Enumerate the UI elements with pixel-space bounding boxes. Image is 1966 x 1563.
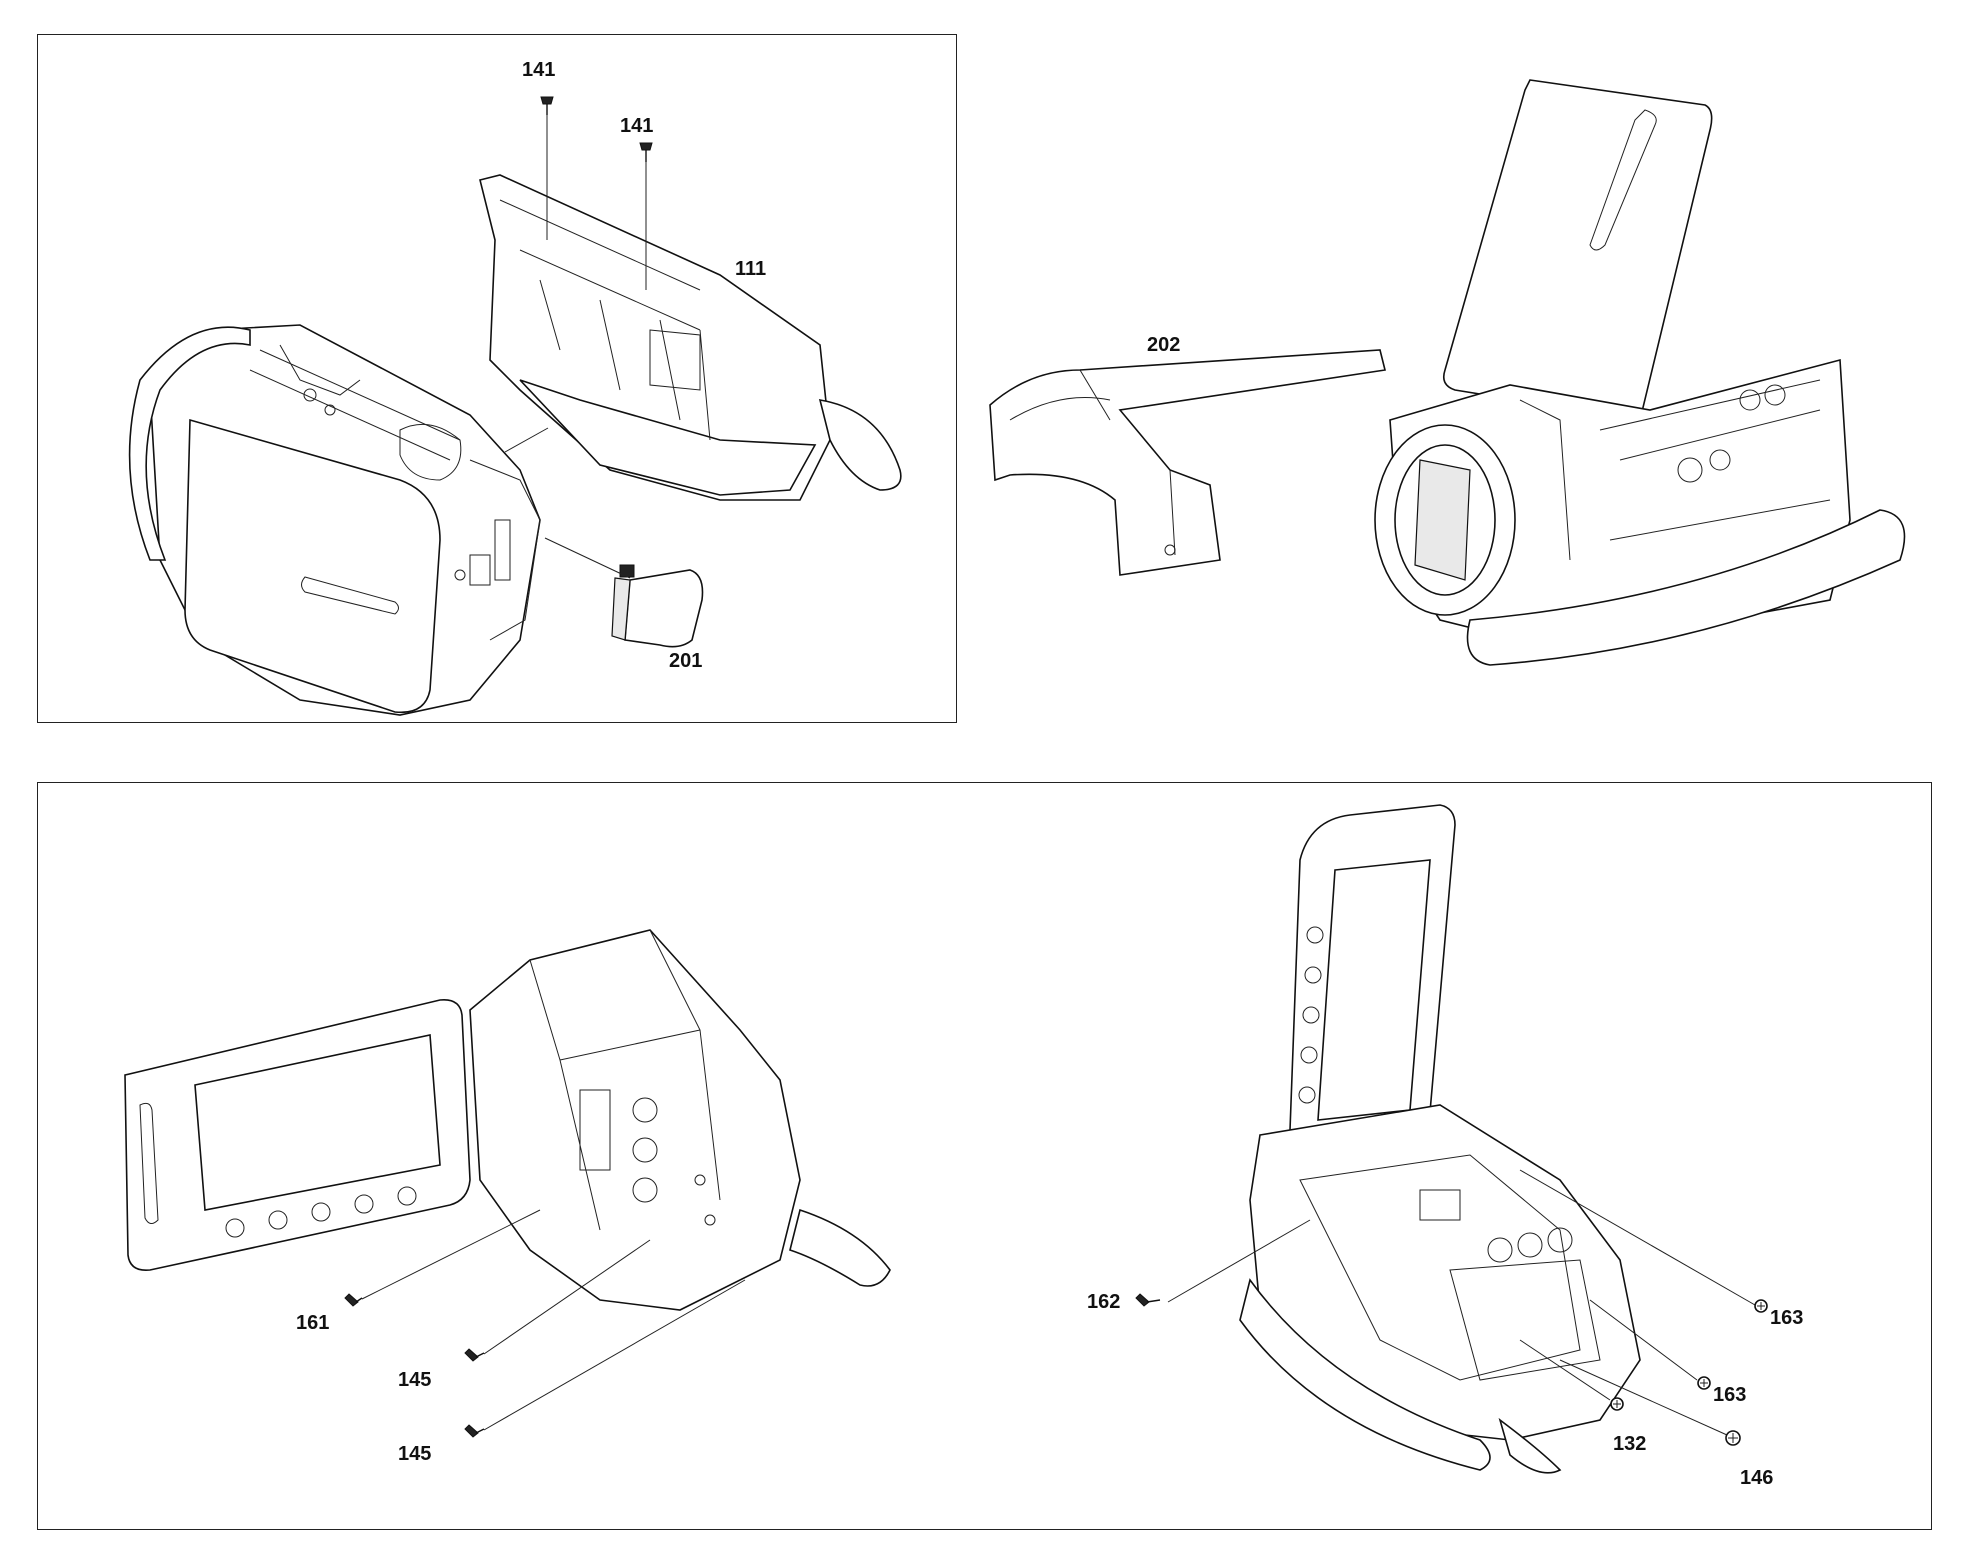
callout-141-b: 141 (620, 115, 654, 137)
part-202 (989, 349, 1386, 576)
callout-163-b: 163 (1713, 1384, 1747, 1406)
callout-111: 111 (735, 258, 767, 280)
camcorder-bottom-right (1167, 804, 1756, 1474)
camcorder-body-top-left (128, 324, 541, 716)
camcorder-bottom-left (124, 929, 891, 1431)
callout-146: 146 (1740, 1467, 1774, 1489)
screws-bottom-left (344, 1293, 485, 1438)
callout-162: 162 (1087, 1291, 1121, 1313)
cap-201 (544, 537, 704, 648)
camcorder-lcd-open-top-right (1374, 79, 1906, 666)
screws-bottom-right (1135, 1293, 1768, 1446)
callout-202: 202 (1147, 334, 1181, 356)
callout-145-b: 145 (398, 1443, 432, 1465)
callout-163-a: 163 (1770, 1307, 1804, 1329)
callout-132: 132 (1613, 1433, 1647, 1455)
screws-141 (540, 96, 653, 290)
callout-201: 201 (669, 650, 703, 672)
callout-161: 161 (296, 1312, 330, 1334)
callout-141-a: 141 (522, 59, 556, 81)
cover-111 (479, 174, 902, 501)
callout-145-a: 145 (398, 1369, 432, 1391)
